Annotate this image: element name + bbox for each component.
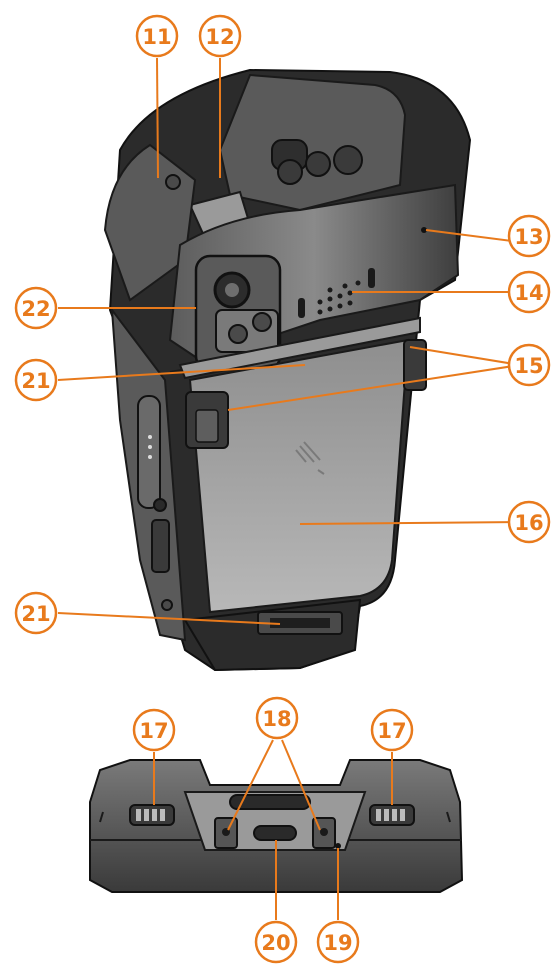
leader-lines: [57, 57, 521, 920]
callout-16-label: 16: [514, 511, 543, 535]
callout-15-label: 15: [514, 354, 543, 378]
camera-lens-center: [225, 283, 239, 297]
callout-15: 15: [507, 343, 551, 387]
callout-13-label: 13: [514, 225, 543, 249]
callout-17-left: 17: [132, 708, 176, 752]
battery-latch-right: [403, 339, 427, 391]
lower-side-screw: [161, 599, 173, 611]
camera-flash: [228, 324, 248, 344]
callout-17-right: 17: [370, 708, 414, 752]
brand-logo: [295, 441, 325, 475]
scanner-lens-1: [277, 159, 303, 185]
callout-18: 18: [255, 696, 299, 740]
callout-19: 19: [316, 920, 360, 964]
callout-11-label: 11: [142, 25, 171, 49]
scanner-lens-3: [333, 145, 363, 175]
callout-16: 16: [507, 500, 551, 544]
callout-21-lower-label: 21: [21, 602, 50, 626]
scanner-housing: [218, 73, 407, 212]
callout-22: 22: [14, 286, 58, 330]
callout-17-right-label: 17: [377, 719, 406, 743]
callout-14-label: 14: [514, 281, 543, 305]
callout-19-label: 19: [323, 931, 352, 955]
charging-contacts-left: [129, 804, 175, 826]
callout-20-label: 20: [261, 931, 290, 955]
battery-cover: [188, 338, 410, 614]
callout-17-left-label: 17: [139, 719, 168, 743]
scanner-lens-2: [305, 151, 331, 177]
callout-21-upper-label: 21: [21, 369, 50, 393]
upper-strap-bar: [178, 316, 421, 380]
callout-13: 13: [507, 214, 551, 258]
device-back-view: [103, 68, 472, 672]
callout-21-upper: 21: [14, 358, 58, 402]
callout-21-lower: 21: [14, 591, 58, 635]
camera-sensor: [252, 312, 272, 332]
callout-18-label: 18: [262, 707, 291, 731]
side-connector: [151, 519, 170, 573]
device-bottom-view: [89, 759, 464, 893]
side-port: [153, 498, 167, 512]
callout-12: 12: [198, 14, 242, 58]
callout-22-label: 22: [21, 297, 50, 321]
usb-port: [253, 825, 297, 841]
callout-11: 11: [135, 14, 179, 58]
rear-microphone: [421, 227, 427, 233]
charging-contacts-right: [369, 804, 415, 826]
top-slot: [229, 794, 311, 810]
top-left-screw: [165, 174, 181, 190]
bottom-microphone: [335, 843, 341, 849]
callout-20: 20: [254, 920, 298, 964]
side-grip: [137, 395, 161, 509]
callout-12-label: 12: [205, 25, 234, 49]
callout-14: 14: [507, 270, 551, 314]
speaker-grille: [298, 268, 375, 318]
